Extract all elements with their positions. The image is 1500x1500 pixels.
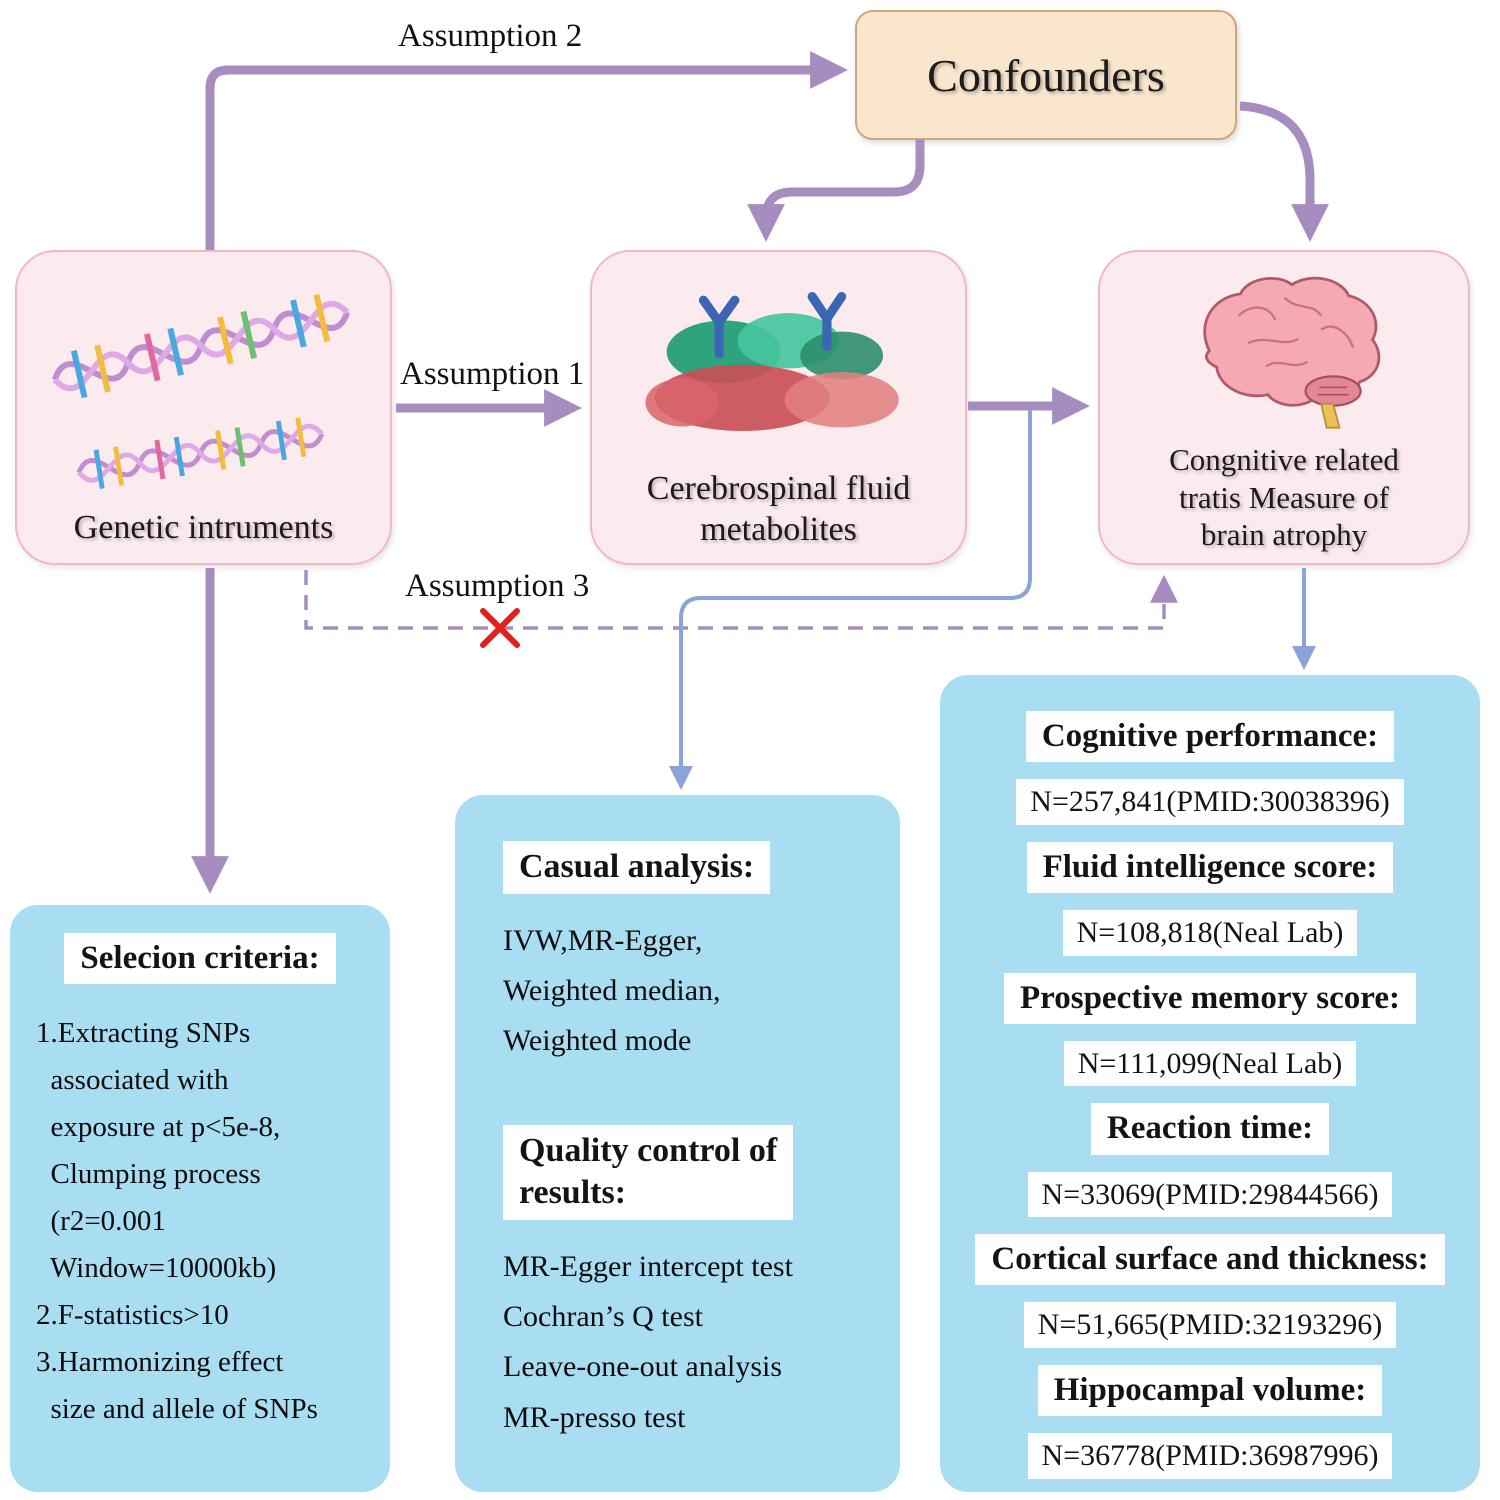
causal-analysis-methods: IVW,MR-Egger, Weighted median, Weighted … [503, 923, 721, 1058]
outcome-n-cognitive-performance: N=257,841(PMID:30038396) [1016, 779, 1404, 825]
cognitive-traits-node: Congnitive related tratis Measure of bra… [1098, 250, 1470, 565]
outcome-n-cortical-surface: N=51,665(PMID:32193296) [1023, 1302, 1397, 1348]
confounders-to-cognitive-arrow [1239, 101, 1329, 242]
confounders-node: Confounders [855, 10, 1237, 140]
assumption2-label: Assumption 2 [398, 18, 583, 54]
outcomes-box: Cognitive performance: N=257,841(PMID:30… [940, 675, 1480, 1492]
red-x-icon [480, 608, 520, 648]
selection-criteria-body: 1.Extracting SNPs associated with exposu… [36, 1017, 318, 1425]
outcome-title-hippocampal-volume: Hippocampal volume: [1037, 1364, 1383, 1416]
csf-metabolites-label: Cerebrospinal fluid metabolites [646, 470, 911, 549]
quality-control-items: MR-Egger intercept test Cochran’s Q test… [503, 1249, 793, 1434]
outcome-n-reaction-time: N=33069(PMID:29844566) [1027, 1171, 1393, 1217]
csf-metabolites-node: Cerebrospinal fluid metabolites [590, 250, 967, 565]
assumption2-arrow [205, 51, 848, 250]
genetic-instruments-node: Genetic intruments [15, 250, 392, 565]
metabolites-icon [600, 266, 957, 469]
causal-analysis-title: Casual analysis: [503, 841, 771, 894]
confounders-to-csf-arrow [747, 140, 925, 242]
cognitive-traits-label: Congnitive related tratis Measure of bra… [1169, 442, 1399, 552]
genetic-instruments-label: Genetic intruments [73, 509, 334, 547]
dna-icon [25, 268, 382, 508]
outcome-n-prospective-memory: N=111,099(Neal Lab) [1063, 1040, 1357, 1087]
assumption1-label: Assumption 1 [400, 356, 585, 392]
brain-icon [1108, 264, 1460, 441]
causal-analysis-box: Casual analysis: IVW,MR-Egger, Weighted … [455, 795, 900, 1492]
selection-criteria-title: Selecion criteria: [64, 933, 336, 985]
outcome-title-cortical-surface: Cortical surface and thickness: [975, 1234, 1445, 1286]
outcome-title-cognitive-performance: Cognitive performance: [1025, 711, 1395, 763]
outcome-n-fluid-intelligence: N=108,818(Neal Lab) [1062, 910, 1358, 956]
outcome-title-reaction-time: Reaction time: [1090, 1103, 1330, 1155]
confounders-label: Confounders [927, 49, 1165, 101]
quality-control-title: Quality control of results: [503, 1124, 794, 1220]
outcome-title-prospective-memory: Prospective memory score: [1004, 972, 1416, 1024]
outcome-title-fluid-intelligence: Fluid intelligence score: [1026, 841, 1394, 893]
outcome-n-hippocampal-volume: N=36778(PMID:36987996) [1027, 1433, 1393, 1479]
assumption3-label: Assumption 3 [405, 568, 590, 604]
selection-criteria-box: Selecion criteria: 1.Extracting SNPs ass… [10, 905, 390, 1492]
